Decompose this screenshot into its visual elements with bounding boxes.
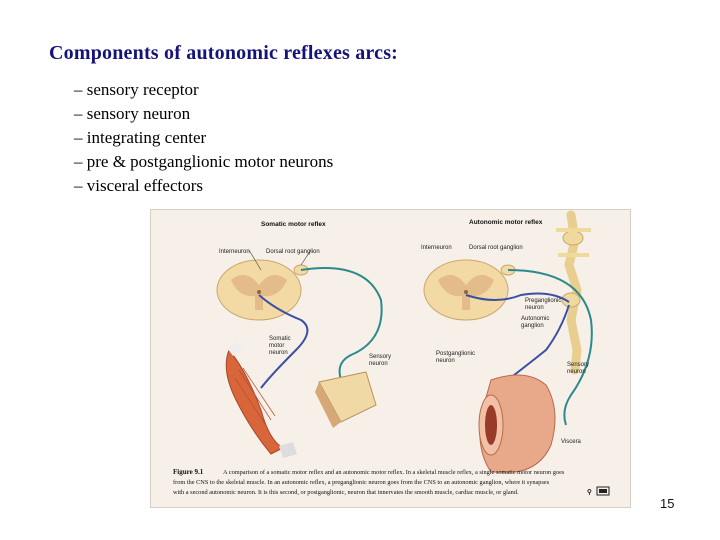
viscera-intestine <box>479 375 555 472</box>
label-preganglionic-2: neuron <box>525 305 544 311</box>
skin-sensory-receptor <box>315 372 376 428</box>
slide-title: Components of autonomic reflexes arcs: <box>49 42 398 65</box>
svg-text:⚲: ⚲ <box>587 488 592 496</box>
label-somatic-motor-1: Somatic <box>269 336 291 342</box>
list-item: – visceral effectors <box>74 174 333 198</box>
label-dorsal-root-left: Dorsal root ganglion <box>266 249 320 255</box>
list-item: – sensory neuron <box>74 102 333 126</box>
spinal-cord-right <box>424 260 515 320</box>
label-somatic-motor-3: neuron <box>269 350 288 356</box>
reflex-arc-figure: Somatic motor reflex Autonomic motor ref… <box>150 209 631 508</box>
figure-icon: ⚲ <box>587 487 609 496</box>
label-sensory-right-1: Sensory <box>567 362 589 368</box>
spinal-cord-left <box>217 260 308 320</box>
list-item: – pre & postganglionic motor neurons <box>74 150 333 174</box>
label-sensory-left-1: Sensory <box>369 354 391 360</box>
label-preganglionic-1: Preganglionic <box>525 298 561 304</box>
label-somatic-motor-2: motor <box>269 343 284 349</box>
figure-caption-label: Figure 9.1 <box>173 468 204 476</box>
figure-caption-line: A comparison of a somatic motor reflex a… <box>223 469 565 476</box>
label-interneuron-right: Interneuron <box>421 245 452 251</box>
label-interneuron-left: Interneuron <box>219 249 250 255</box>
label-autonomic-ganglion-1: Autonomic <box>521 316 549 322</box>
somatic-reflex-title: Somatic motor reflex <box>261 221 326 228</box>
label-dorsal-root-right: Dorsal root ganglion <box>469 245 523 251</box>
component-list: – sensory receptor – sensory neuron – in… <box>74 78 333 198</box>
label-autonomic-ganglion-2: ganglion <box>521 323 544 329</box>
autonomic-reflex-title: Autonomic motor reflex <box>469 219 543 226</box>
page-number: 15 <box>660 496 674 511</box>
label-postganglionic-1: Postganglionic <box>436 351 475 357</box>
label-sensory-right-2: neuron <box>567 369 586 375</box>
label-postganglionic-2: neuron <box>436 358 455 364</box>
sympathetic-chain <box>556 215 591 370</box>
list-item: – sensory receptor <box>74 78 333 102</box>
reflex-diagram: Somatic motor reflex Autonomic motor ref… <box>151 210 631 508</box>
figure-caption-line: with a second autonomic neuron. It is th… <box>173 489 519 496</box>
label-viscera: Viscera <box>561 439 582 445</box>
list-item: – integrating center <box>74 126 333 150</box>
figure-caption-line: from the CNS to the skeletal muscle. In … <box>173 479 550 486</box>
label-sensory-left-2: neuron <box>369 361 388 367</box>
